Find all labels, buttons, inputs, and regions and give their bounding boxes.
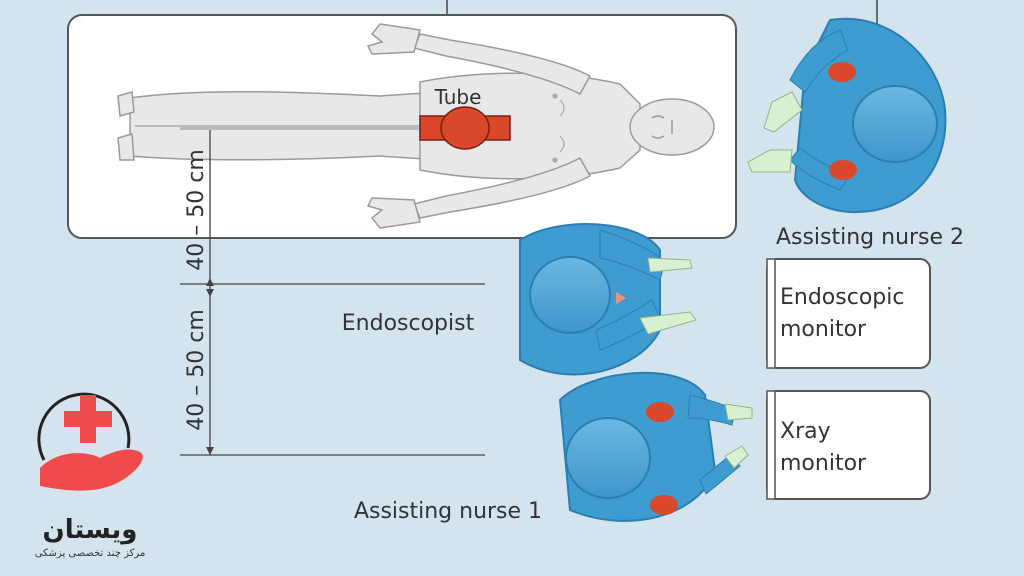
xray-monitor-label-line2: monitor bbox=[780, 451, 867, 476]
endoscopic-monitor-label-line1: Endoscopic bbox=[780, 285, 904, 310]
logo-name: ویستان bbox=[43, 515, 138, 545]
endoscopic-monitor bbox=[766, 258, 931, 369]
tube-label: Tube bbox=[434, 85, 482, 109]
distance-label-lower: 40 – 50 cm bbox=[184, 309, 209, 431]
endoscopic-monitor-label-line2: monitor bbox=[780, 317, 867, 342]
assisting-nurse-2-label: Assisting nurse 2 bbox=[776, 225, 964, 250]
hand-icon bbox=[40, 449, 143, 491]
assisting-nurse-1-label: Assisting nurse 1 bbox=[354, 499, 542, 524]
assisting-nurse-2-figure bbox=[747, 17, 947, 214]
xray-monitor bbox=[766, 390, 931, 500]
xray-monitor-label-line1: Xray bbox=[780, 419, 831, 444]
logo-ring bbox=[37, 392, 131, 461]
torso-details bbox=[552, 93, 565, 163]
endoscopic-monitor-edge bbox=[766, 258, 776, 369]
medical-cross-icon bbox=[64, 395, 112, 443]
logo-tagline: مرکز چند تخصصی پزشکی bbox=[35, 548, 146, 559]
patient-figure bbox=[117, 23, 715, 229]
tube-line bbox=[180, 126, 420, 130]
vistan-logo: ویستان مرکز چند تخصصی پزشکی bbox=[35, 392, 146, 559]
distance-label-upper: 40 – 50 cm bbox=[184, 149, 209, 271]
endoscopist-label: Endoscopist bbox=[342, 311, 475, 336]
distance-markers bbox=[180, 130, 485, 456]
tube-balloon bbox=[440, 106, 490, 150]
assisting-nurse-1-figure bbox=[558, 371, 753, 522]
endoscopist-figure bbox=[519, 223, 697, 376]
xray-monitor-edge bbox=[766, 390, 776, 500]
